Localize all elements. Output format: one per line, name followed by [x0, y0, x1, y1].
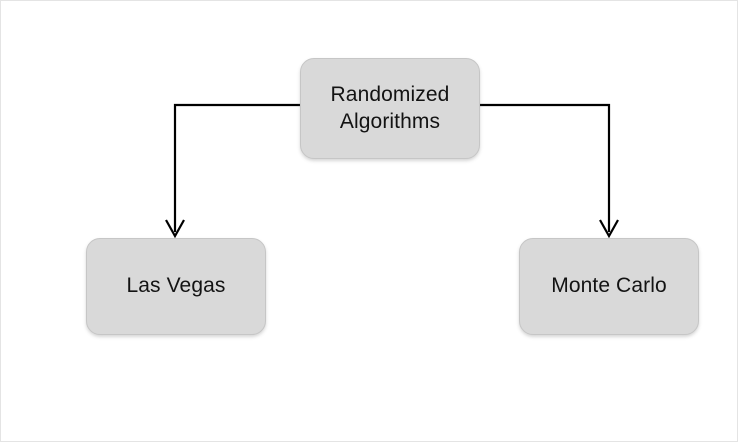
node-label: Monte Carlo: [551, 274, 667, 298]
node-monte-carlo[interactable]: Monte Carlo: [519, 238, 699, 335]
node-randomized-algorithms[interactable]: Randomized Algorithms: [300, 58, 480, 159]
edge-root-to-monte-carlo: [480, 103, 611, 232]
arrowhead-las-vegas-icon: [165, 219, 185, 239]
node-label: Randomized Algorithms: [330, 82, 450, 133]
edge-root-to-las-vegas: [173, 103, 300, 232]
node-label: Las Vegas: [126, 274, 226, 298]
arrowhead-monte-carlo-icon: [599, 219, 619, 239]
node-las-vegas[interactable]: Las Vegas: [86, 238, 266, 335]
